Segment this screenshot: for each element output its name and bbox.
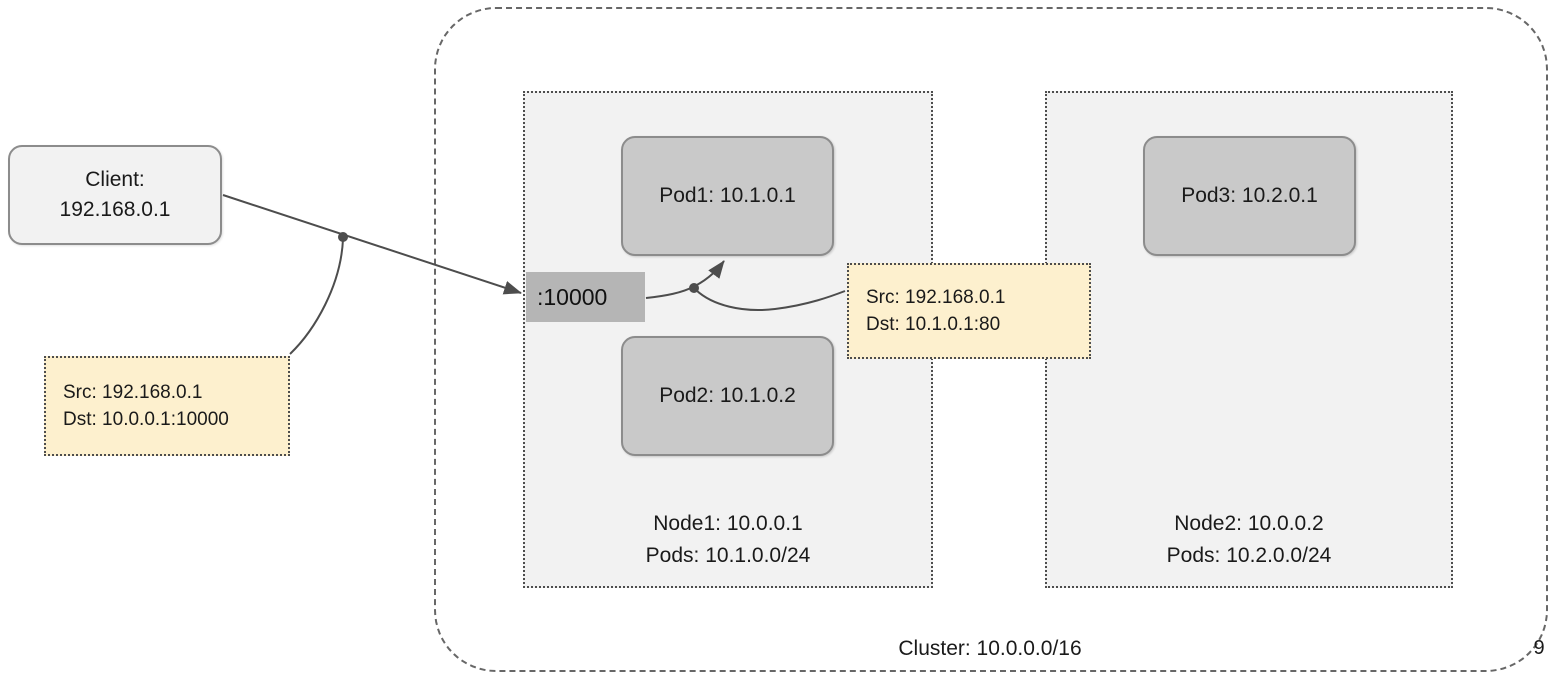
client-box[interactable]: Client: 192.168.0.1	[8, 145, 222, 245]
packet-note-client-dst: Dst: 10.0.0.1:10000	[63, 409, 229, 430]
leader-client-note	[289, 238, 344, 355]
cluster-label: Cluster: 10.0.0.0/16	[898, 637, 1082, 660]
packet-note-client: Src: 192.168.0.1 Dst: 10.0.0.1:10000	[44, 356, 290, 456]
node2-caption: Node2: 10.0.0.2 Pods: 10.2.0.0/24	[1047, 508, 1451, 572]
packet-note-pod-dst: Dst: 10.1.0.1:80	[866, 314, 1001, 335]
packet-note-pod: Src: 192.168.0.1 Dst: 10.1.0.1:80	[847, 263, 1091, 359]
page-number: 9	[1533, 637, 1545, 659]
packet-note-pod-src: Src: 192.168.0.1	[866, 287, 1006, 308]
client-title: Client:	[85, 168, 145, 191]
packet-note-client-src: Src: 192.168.0.1	[63, 382, 203, 403]
cluster-boundary	[434, 7, 1548, 672]
node1-pods-cidr: Pods: 10.1.0.0/24	[645, 544, 811, 567]
node1-caption: Node1: 10.0.0.1 Pods: 10.1.0.0/24	[525, 508, 931, 572]
edge-waypoint-client	[338, 232, 348, 242]
node1-name: Node1: 10.0.0.1	[653, 512, 803, 535]
node2-pods-cidr: Pods: 10.2.0.0/24	[1166, 544, 1332, 567]
pod-box-pod1[interactable]: Pod1: 10.1.0.1	[621, 136, 834, 256]
client-ip: 192.168.0.1	[59, 198, 171, 221]
pod-box-pod3[interactable]: Pod3: 10.2.0.1	[1143, 136, 1356, 256]
pod-box-pod2[interactable]: Pod2: 10.1.0.2	[621, 336, 834, 456]
service-nodeport-chip[interactable]: :10000	[526, 272, 645, 322]
node2-name: Node2: 10.0.0.2	[1174, 512, 1324, 535]
